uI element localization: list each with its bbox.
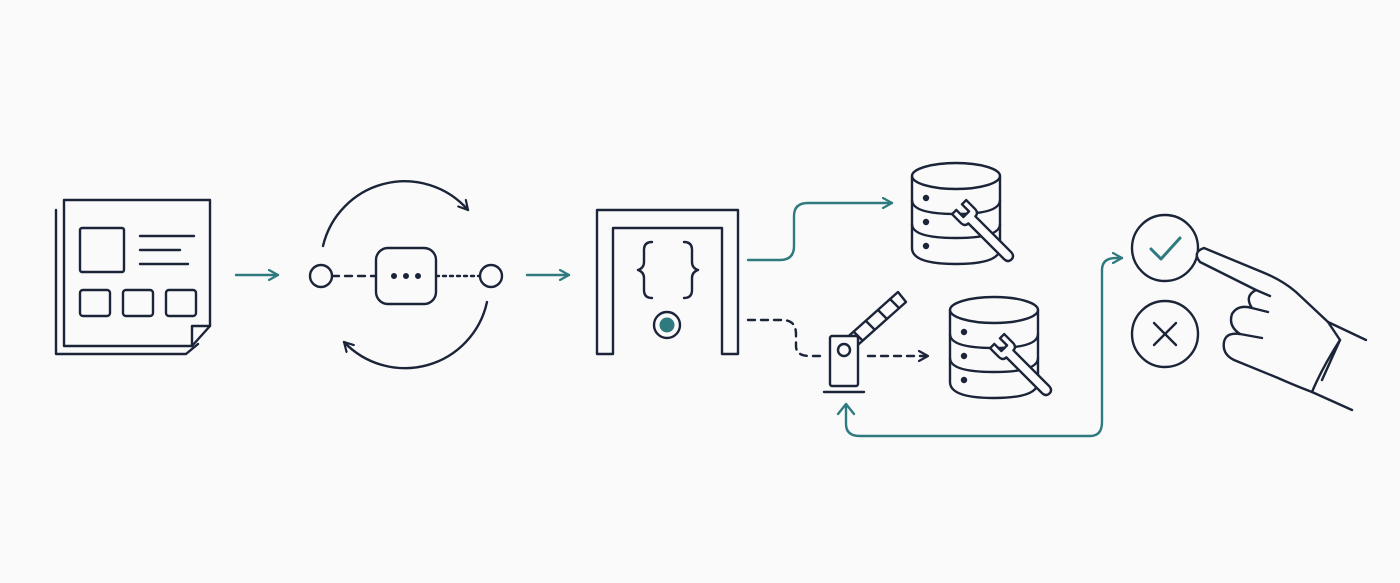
x-circle-icon <box>1130 299 1200 369</box>
dashed-line-gateway-to-barrier <box>746 318 826 358</box>
arrow-gateway-to-database-primary <box>746 203 894 262</box>
pointing-hand-icon <box>1195 246 1368 412</box>
boom-barrier-icon <box>822 290 908 394</box>
code-gateway-icon <box>595 208 740 356</box>
feedback-arrow-approve-to-barrier <box>844 258 1124 438</box>
check-circle-icon <box>1130 213 1200 283</box>
refresh-cycle-icon <box>308 180 504 370</box>
feedback-arrowhead-barrier <box>836 402 856 416</box>
database-maintenance-icon-secondary <box>948 295 1058 402</box>
database-maintenance-icon-primary <box>910 161 1020 268</box>
document-layout-icon <box>54 198 212 356</box>
